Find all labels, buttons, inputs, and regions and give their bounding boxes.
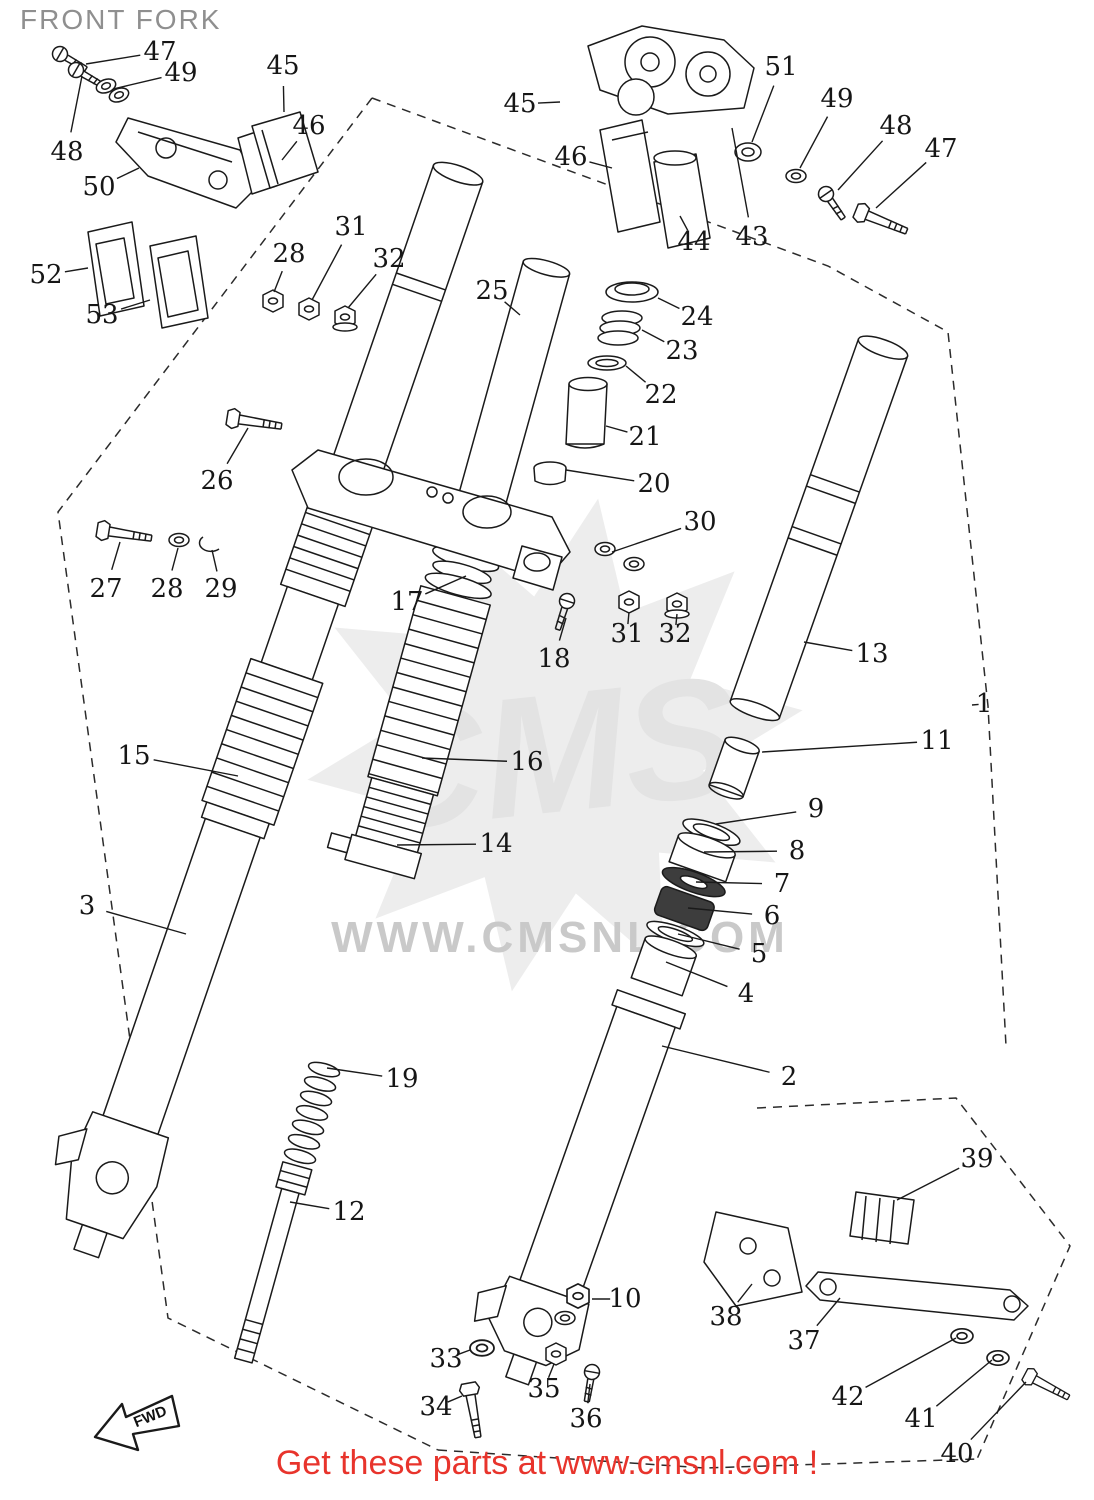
upper-bracket-assembly xyxy=(49,43,319,329)
fork-leg-middle xyxy=(233,257,571,1364)
brake-stay-assembly xyxy=(703,1191,1074,1407)
fork-leg-right xyxy=(473,335,909,1386)
fork-leg-left xyxy=(54,161,484,1259)
under-bracket xyxy=(291,449,571,591)
cmsnl-footer-link[interactable]: Get these parts at www.cmsnl.com ! xyxy=(275,1444,819,1482)
handle-crown-assembly xyxy=(587,25,912,249)
page-title: FRONT FORK xyxy=(20,4,222,35)
